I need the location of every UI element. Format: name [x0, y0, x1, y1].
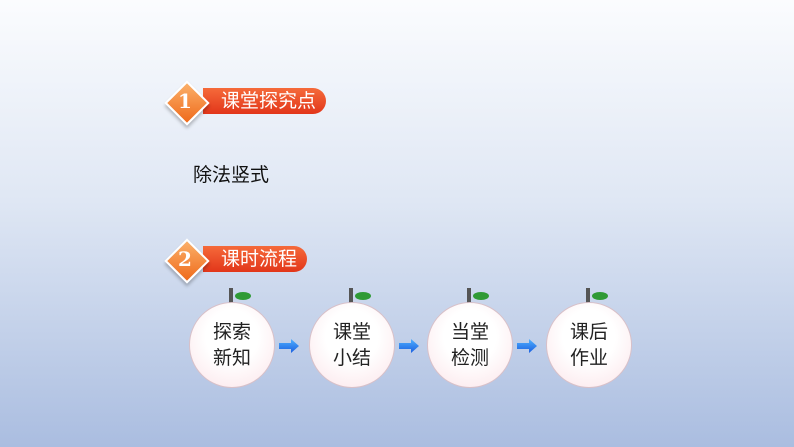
arrow-right-icon [279, 339, 299, 353]
stem-icon [349, 288, 353, 305]
stem-icon [467, 288, 471, 305]
step-circle: 探索新知 [189, 302, 275, 388]
stem-icon [229, 288, 233, 305]
flow-step: 当堂检测 [427, 288, 513, 388]
step-label: 探索 [212, 321, 251, 343]
step-label: 新知 [212, 347, 251, 369]
leaf-icon [592, 292, 608, 300]
number-diamond: 1 [164, 80, 210, 126]
step-label: 课后 [569, 321, 608, 343]
step-label: 小结 [332, 347, 371, 369]
flow-step: 探索新知 [189, 288, 275, 388]
flow-step: 课后作业 [546, 288, 632, 388]
arrow-right-icon [517, 339, 537, 353]
flow-step: 课堂小结 [309, 288, 395, 388]
step-circle: 课堂小结 [309, 302, 395, 388]
number-diamond: 2 [164, 238, 210, 284]
topic-text: 除法竖式 [193, 164, 270, 186]
leaf-icon [473, 292, 489, 300]
step-label: 课堂 [332, 321, 371, 343]
step-label: 检测 [450, 347, 489, 369]
leaf-icon [355, 292, 371, 300]
stem-icon [586, 288, 590, 305]
step-circle: 课后作业 [546, 302, 632, 388]
step-label: 作业 [569, 347, 608, 369]
section-title: 课时流程 [203, 246, 308, 272]
step-circle: 当堂检测 [427, 302, 513, 388]
leaf-icon [235, 292, 251, 300]
step-label: 当堂 [450, 321, 489, 343]
section-title: 课堂探究点 [203, 88, 327, 114]
arrow-right-icon [399, 339, 419, 353]
